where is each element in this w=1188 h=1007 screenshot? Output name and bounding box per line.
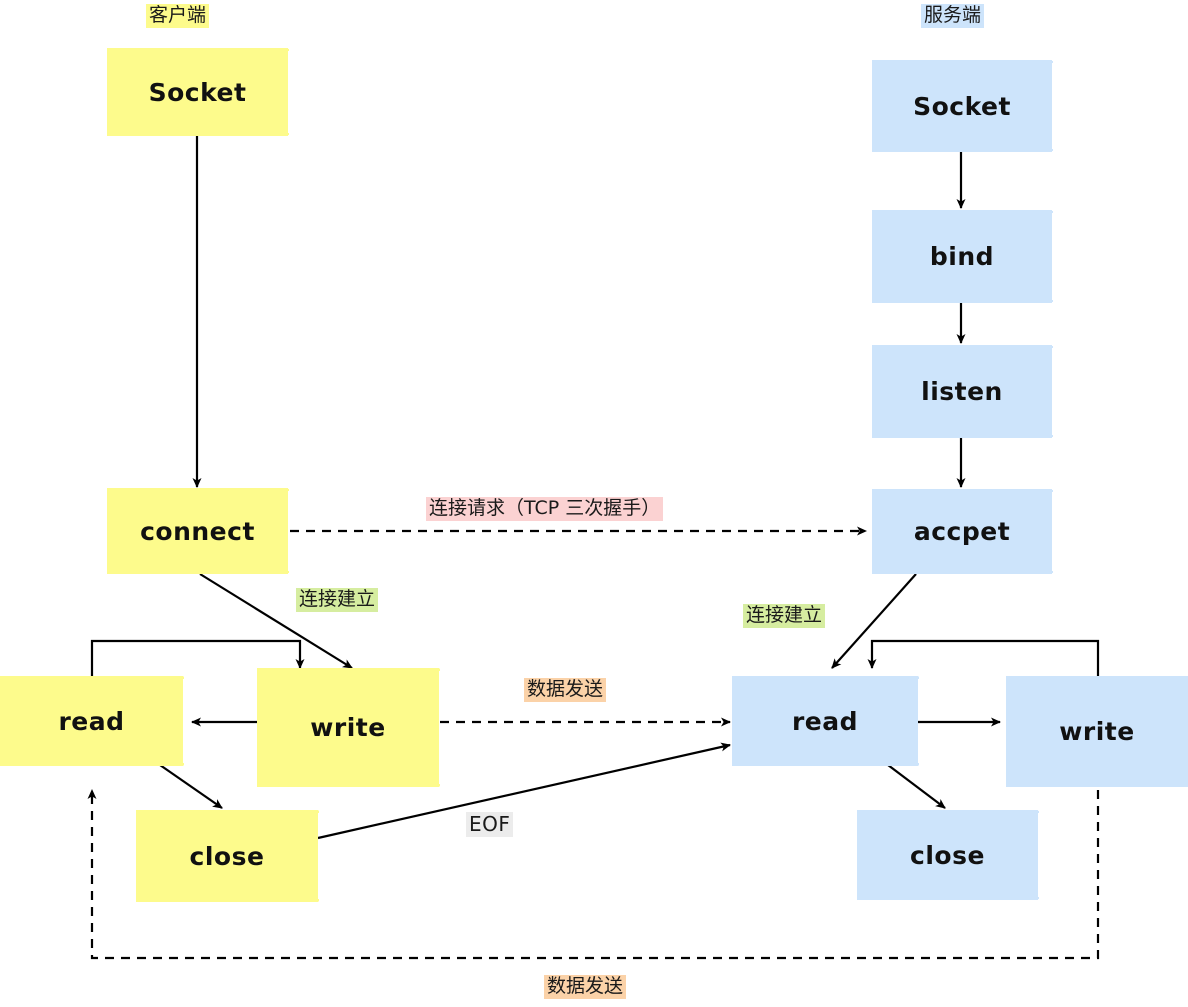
node-server-bind[interactable]: bind — [871, 208, 1053, 305]
edge-server-write-loop-to-read — [867, 639, 1100, 676]
edge-server-read-to-close — [887, 764, 946, 809]
client-column-header: 客户端 — [146, 4, 210, 28]
node-server-close[interactable]: close — [856, 808, 1039, 902]
node-server-accept[interactable]: accpet — [871, 487, 1053, 576]
server-column-header: 服务端 — [921, 4, 985, 28]
node-client-write[interactable]: write — [256, 666, 440, 789]
label-eof: EOF — [466, 812, 514, 837]
edge-server-accept-to-read — [831, 573, 917, 669]
node-server-read[interactable]: read — [731, 674, 919, 768]
node-client-close[interactable]: close — [135, 808, 319, 904]
node-client-connect[interactable]: connect — [106, 486, 289, 576]
node-client-read[interactable]: read — [0, 674, 184, 768]
label-connection-established-client: 连接建立 — [296, 588, 379, 612]
label-connect-request: 连接请求（TCP 三次握手） — [426, 497, 664, 521]
label-data-send-top: 数据发送 — [524, 678, 607, 702]
node-server-write[interactable]: write — [1005, 674, 1188, 789]
node-client-socket[interactable]: Socket — [106, 46, 289, 138]
node-server-socket[interactable]: Socket — [871, 58, 1053, 154]
label-connection-established-server: 连接建立 — [743, 604, 826, 628]
edge-client-read-to-close — [159, 764, 223, 809]
label-data-send-bottom: 数据发送 — [544, 975, 627, 999]
node-server-listen[interactable]: listen — [871, 343, 1053, 440]
